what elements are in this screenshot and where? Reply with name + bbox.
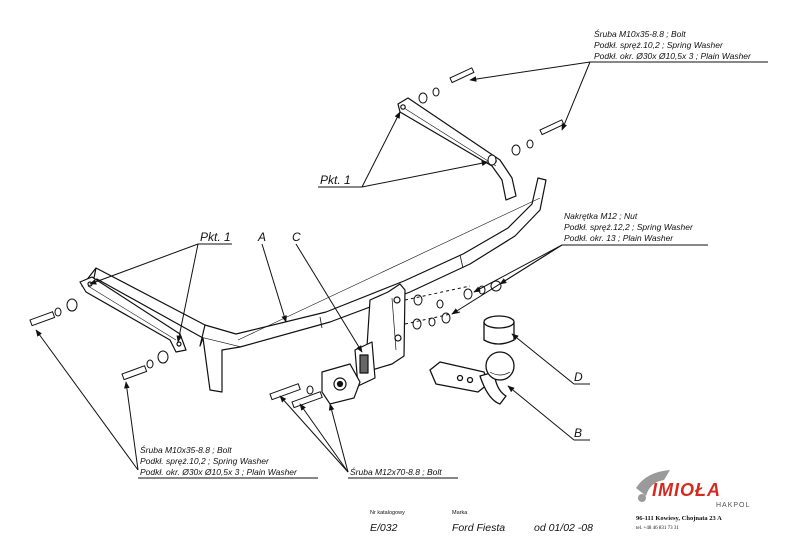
callout-bottom-left-line1: Śruba M10x35-8.8 ; Bolt	[140, 445, 232, 455]
callout-nut-line3: Podkł. okr. 13 ; Plain Washer	[564, 233, 674, 243]
company-logo-subtext: HAKPOL	[716, 502, 751, 509]
left-bolt-set	[29, 298, 169, 381]
tow-ball-neck-b	[429, 361, 507, 405]
label-part-b: B	[574, 426, 583, 440]
company-address: 96-111 Kowiesy, Chojnata 23 A	[636, 515, 722, 522]
callout-bottom-left-line2: Podkł. spręż.10,2 ; Spring Washer	[140, 456, 269, 466]
callout-top-right-line1: Śruba M10x35-8.8 ; Bolt	[594, 29, 686, 39]
label-pkt1-top: Pkt. 1	[320, 173, 351, 187]
company-phone: tel. +48 46 831 73 31	[636, 526, 679, 531]
footer-car-model: Ford Fiesta	[452, 522, 506, 534]
tow-ball	[485, 351, 515, 381]
label-pkt1-left: Pkt. 1	[200, 230, 231, 244]
callout-top-right-line3: Podkł. okr. Ø30x Ø10,5x 3 ; Plain Washer	[594, 51, 751, 61]
footer-catalog-header: Nr katalogowy	[370, 510, 405, 516]
callout-nut-line2: Podkł. spręż.12,2 ; Spring Washer	[564, 222, 693, 232]
callout-bottom-left-line3: Podkł. okr. Ø30x Ø10,5x 3 ; Plain Washer	[140, 467, 297, 477]
footer-brand-header: Marka	[452, 510, 468, 516]
top-right-bolt-set	[418, 67, 565, 166]
company-logo-mark	[636, 470, 670, 502]
right-side-bracket	[397, 97, 517, 201]
label-part-a: A	[258, 230, 267, 244]
callout-nut-line1: Nakrętka M12 ; Nut	[564, 211, 638, 221]
leader-lines	[35, 61, 768, 479]
mounting-plate-c	[354, 283, 406, 387]
footer-date-range: od 01/02 -08	[534, 522, 593, 534]
ball-cap-d	[483, 315, 515, 345]
footer-catalog-number: E/032	[370, 522, 398, 534]
callout-top-right-line2: Podkł. spręż.10,2 ; Spring Washer	[594, 40, 723, 50]
label-part-d: D	[574, 370, 583, 384]
company-logo-text: IMIOŁA	[652, 480, 721, 500]
callout-bolt-m12: Śruba M12x70-8.8 ; Bolt	[350, 467, 442, 477]
m12-bolt-set	[269, 383, 323, 409]
socket-plate	[321, 363, 361, 405]
label-part-c: C	[292, 230, 301, 244]
